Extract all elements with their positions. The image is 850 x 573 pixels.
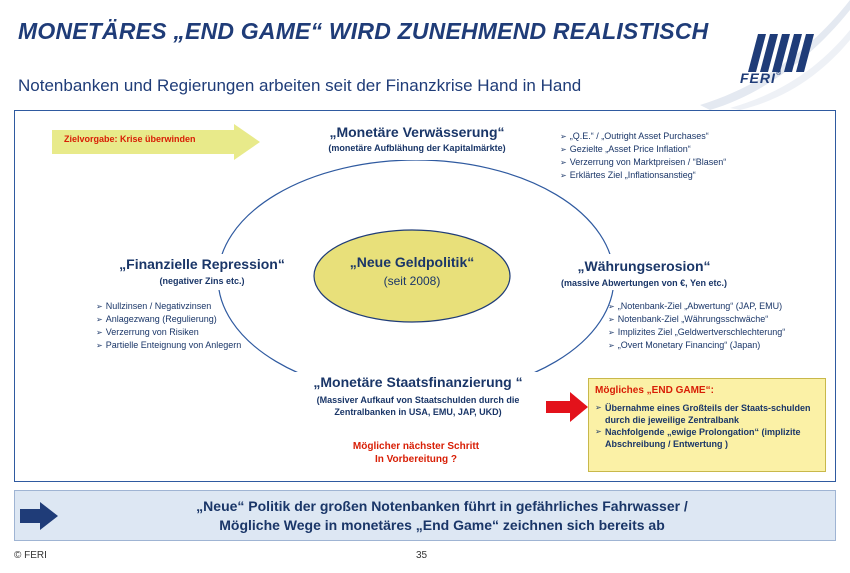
list-item: „Overt Monetary Financing“ (Japan) <box>608 339 785 352</box>
next-step-note: Möglicher nächster Schritt In Vorbereitu… <box>352 441 480 465</box>
conclusion-bar <box>14 490 836 541</box>
center-ellipse <box>313 229 511 323</box>
top-node-subtitle: (monetäre Aufblähung der Kapitalmärkte) <box>328 143 506 153</box>
top-node-bullets: „Q.E.“ / „Outright Asset Purchases“ Gezi… <box>560 130 727 182</box>
goal-arrow-shape <box>52 124 260 160</box>
list-item: Anlagezwang (Regulierung) <box>96 313 241 326</box>
right-node-subtitle: (massive Abwertungen von €, Yen etc.) <box>560 278 728 288</box>
red-arrow-icon <box>546 392 588 422</box>
footer-copyright: © FERI <box>14 550 47 561</box>
list-item: Übernahme eines Großteils der Staats-sch… <box>595 402 819 426</box>
left-node-subtitle: (negativer Zins etc.) <box>159 276 245 286</box>
list-item: Verzerrung von Risiken <box>96 326 241 339</box>
goal-label: Zielvorgabe: Krise überwinden <box>64 134 196 144</box>
top-node-title: „Monetäre Verwässerung“ <box>329 124 505 140</box>
list-item: Verzerrung von Marktpreisen / “Blasen“ <box>560 156 727 169</box>
bottom-node-subtitle: (Massiver Aufkauf von Staatschulden durc… <box>316 395 520 417</box>
list-item: Implizites Ziel „Geldwertverschlechterun… <box>608 326 786 339</box>
center-subtitle: (seit 2008) <box>383 274 441 288</box>
right-node-bullets: „Notenbank-Ziel „Abwertung“ (JAP, EMU) N… <box>608 300 786 352</box>
list-item: Partielle Enteignung von Anlegern <box>96 339 242 352</box>
top-node-backdrop <box>294 122 540 160</box>
list-item: Gezielte „Asset Price Inflation“ <box>560 143 726 156</box>
list-item: „Notenbank-Ziel „Abwertung“ (JAP, EMU) <box>608 300 785 313</box>
end-game-box: Mögliches „END GAME“: Übernahme eines Gr… <box>588 378 826 472</box>
end-game-list: Übernahme eines Großteils der Staats-sch… <box>595 402 819 450</box>
list-item: Nullzinsen / Negativzinsen <box>96 300 241 313</box>
feri-logo-text: FERI® <box>740 70 783 86</box>
left-node-title: „Finanzielle Repression“ <box>119 256 285 272</box>
conclusion-arrow-icon <box>20 502 58 530</box>
right-node-title: „Währungserosion“ <box>577 258 711 274</box>
center-title: „Neue Geldpolitik“ <box>349 254 475 270</box>
list-item: Erklärtes Ziel „Inflationsanstieg“ <box>560 169 726 182</box>
left-node-bullets: Nullzinsen / Negativzinsen Anlagezwang (… <box>96 300 242 352</box>
bottom-node-backdrop <box>290 372 546 424</box>
conclusion-text: „Neue“ Politik der großen Notenbanken fü… <box>196 498 688 533</box>
page-number: 35 <box>416 550 428 561</box>
list-item: „Q.E.“ / „Outright Asset Purchases“ <box>560 130 726 143</box>
diagram-frame <box>14 110 836 482</box>
page-subtitle: Notenbanken und Regierungen arbeiten sei… <box>18 76 582 95</box>
end-game-title: Mögliches „END GAME“: <box>595 385 714 396</box>
feri-logo-icon <box>748 34 814 72</box>
bottom-node-title: „Monetäre Staatsfinanzierung “ <box>313 374 523 390</box>
page-title: MONETÄRES „END GAME“ WIRD ZUNEHMEND REAL… <box>18 18 709 44</box>
list-item: Nachfolgende „ewige Prolongation“ (impli… <box>595 426 819 450</box>
right-node-backdrop <box>546 254 742 290</box>
list-item: Notenbank-Ziel „Währungsschwäche“ <box>608 313 785 326</box>
left-node-backdrop <box>110 254 294 290</box>
